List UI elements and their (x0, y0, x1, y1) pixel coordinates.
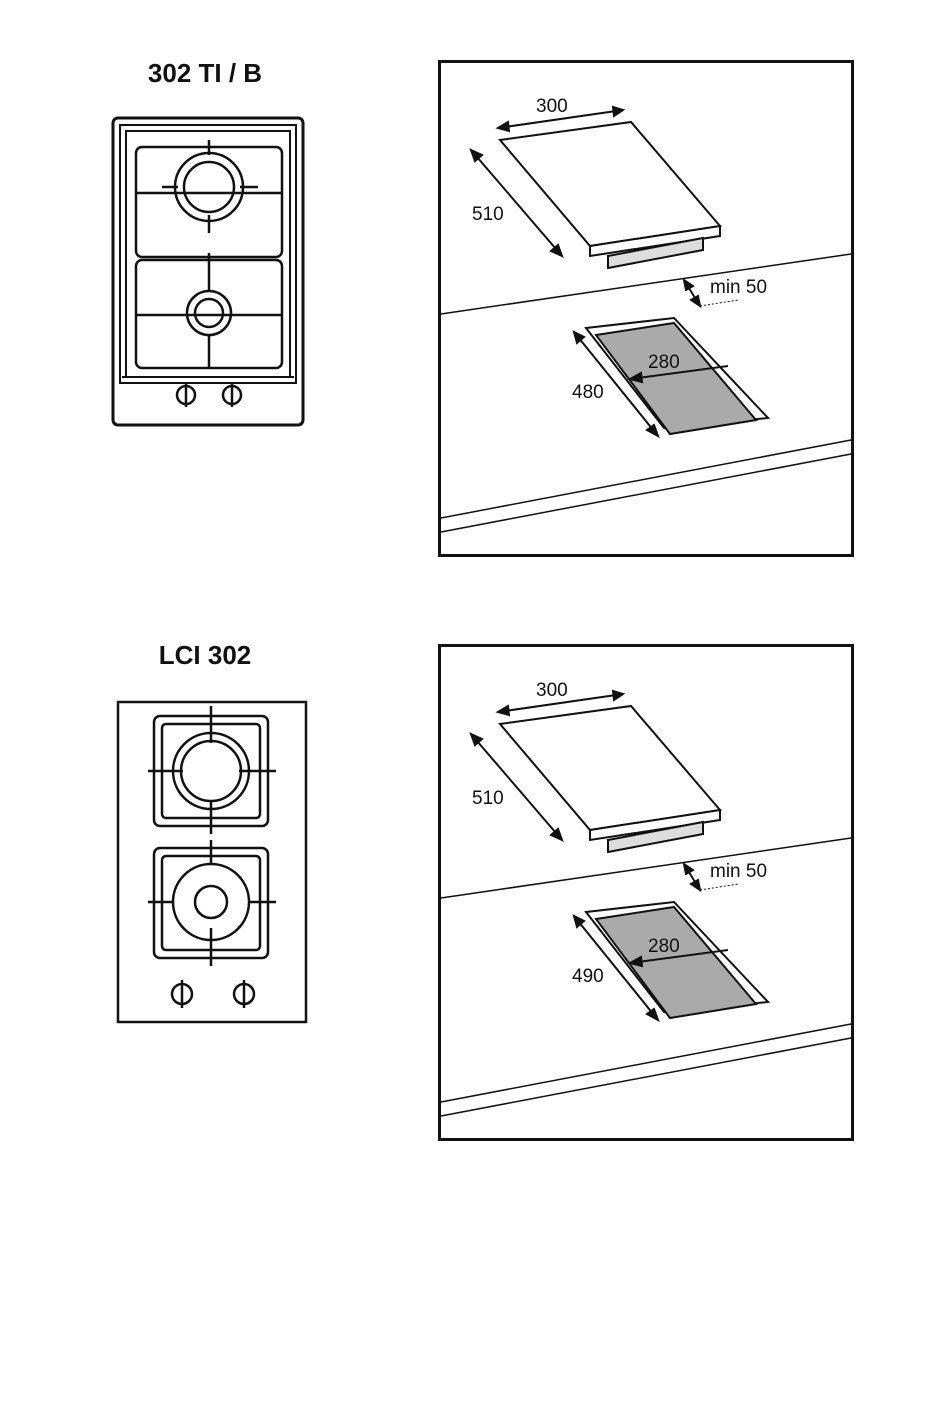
model-1-cutout-depth-label: 480 (572, 382, 604, 403)
model-1-installation-diagram: 300 510 min 50 280 480 (438, 60, 858, 560)
model-2-width-label: 300 (536, 680, 568, 701)
model-2-installation-diagram: 300 510 min 50 280 490 (438, 644, 858, 1144)
model-1-clearance-label: min 50 (710, 277, 767, 298)
model-1-title: 302 TI / B (85, 58, 325, 89)
model-2-cutout-width-label: 280 (648, 936, 680, 957)
model-2-hob-illustration (116, 700, 316, 1030)
model-2-depth-label: 510 (472, 788, 504, 809)
model-1-depth-label: 510 (472, 204, 504, 225)
model-2-title: LCI 302 (85, 640, 325, 671)
model-2-cutout-depth-label: 490 (572, 966, 604, 987)
model-1-width-label: 300 (536, 96, 568, 117)
model-1-hob-illustration (110, 115, 310, 435)
model-1-cutout-width-label: 280 (648, 352, 680, 373)
model-2-clearance-label: min 50 (710, 861, 767, 882)
